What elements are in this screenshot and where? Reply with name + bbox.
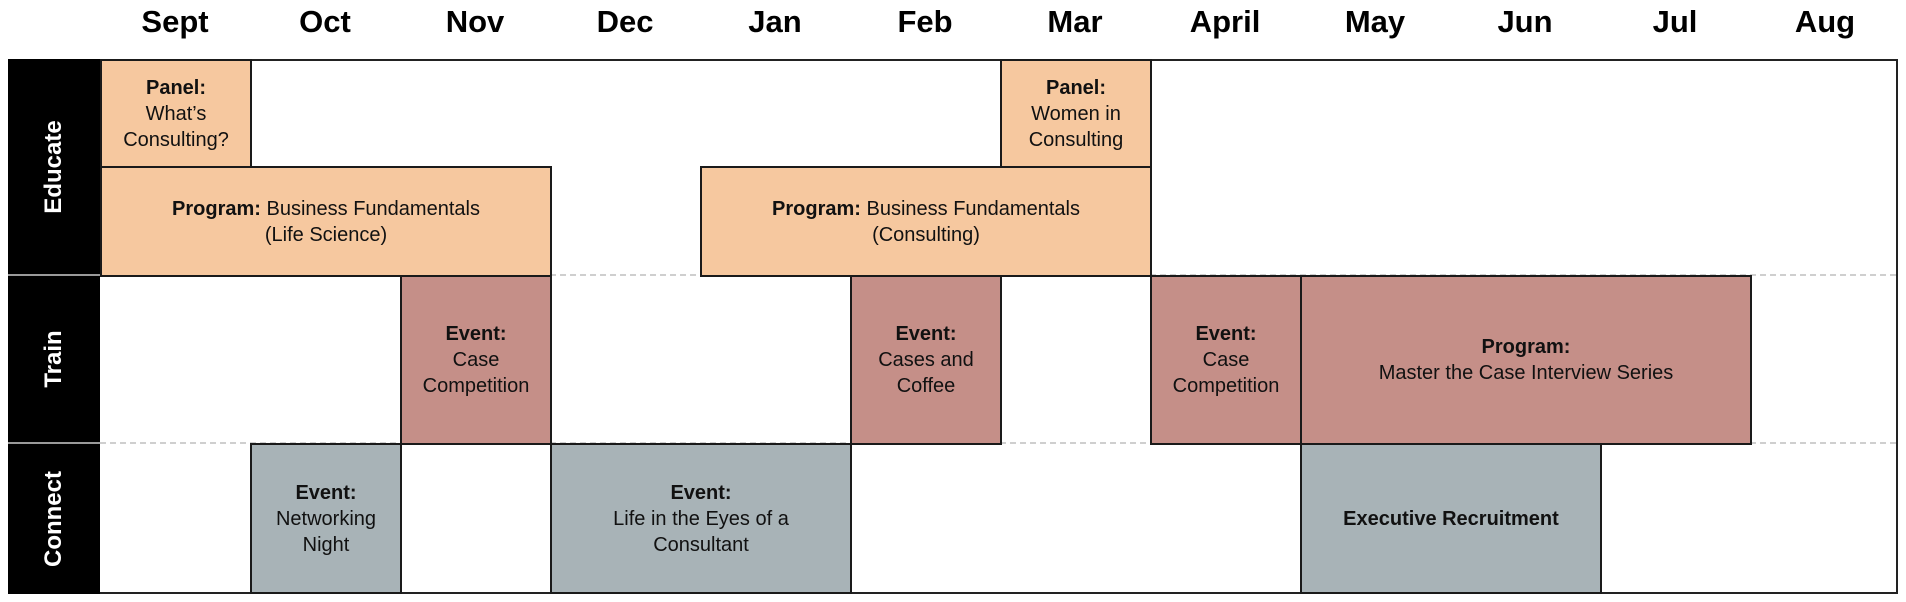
item-type: Panel: [1045, 76, 1107, 99]
item-subtitle: (Consulting) [872, 223, 980, 246]
item-title: Case [452, 349, 500, 371]
month-dec: Dec [596, 4, 654, 39]
item-subtitle: (Life Science) [264, 223, 388, 246]
month-sept: Sept [141, 4, 209, 39]
item-title: Competition [422, 375, 530, 397]
item-title: What’s [145, 102, 207, 125]
month-jul: Jul [1652, 4, 1698, 39]
event-case-competition-april[interactable]: Event: Case Competition [1150, 275, 1302, 445]
executive-recruitment[interactable]: Executive Recruitment [1300, 443, 1602, 594]
event-life-in-the-eyes[interactable]: Event: Life in the Eyes of a Consultant [550, 443, 852, 594]
item-title: Business Fundamentals [860, 197, 1080, 220]
row-label-connect: Connect [8, 443, 100, 594]
month-jun: Jun [1497, 4, 1553, 39]
program-master-case-interview[interactable]: Program: Master the Case Interview Serie… [1300, 275, 1752, 445]
item-line: Program: Business Fundamentals [772, 196, 1080, 222]
month-jan: Jan [748, 4, 802, 39]
row-label-train: Train [8, 275, 100, 443]
item-title: Consultant [653, 533, 749, 556]
item-title: Cases and [878, 349, 974, 371]
month-oct: Oct [299, 4, 351, 39]
row-separator [8, 442, 100, 444]
item-type: Program: [172, 197, 261, 220]
row-label-connect-text: Connect [40, 470, 67, 567]
item-type: Event: [295, 481, 357, 504]
item-title: Coffee [896, 375, 956, 397]
item-type: Event: [670, 481, 732, 504]
month-aug: Aug [1794, 4, 1856, 39]
item-type: Program: [1481, 336, 1571, 358]
item-title: Networking [275, 507, 377, 530]
item-type: Program: [772, 197, 861, 220]
item-title: Executive Recruitment [1343, 507, 1559, 530]
item-title: Life in the Eyes of a [613, 507, 789, 530]
month-mar: Mar [1047, 4, 1103, 39]
program-business-fundamentals-consulting[interactable]: Program: Business Fundamentals (Consulti… [700, 166, 1152, 277]
item-type: Event: [1195, 323, 1257, 345]
event-networking-night[interactable]: Event: Networking Night [250, 443, 402, 594]
item-title: Women in [1031, 102, 1121, 125]
item-title: Business Fundamentals [260, 197, 480, 220]
item-type: Event: [445, 323, 507, 345]
item-title: Case [1202, 349, 1250, 371]
item-type: Panel: [145, 76, 207, 99]
item-title: Consulting [1028, 128, 1124, 151]
event-case-competition-nov[interactable]: Event: Case Competition [400, 275, 552, 445]
item-title: Competition [1172, 375, 1280, 397]
month-april: April [1189, 4, 1261, 39]
item-type: Event: [895, 323, 957, 345]
program-business-fundamentals-life-science[interactable]: Program: Business Fundamentals (Life Sci… [100, 166, 552, 277]
panel-whats-consulting[interactable]: Panel: What’s Consulting? [100, 59, 252, 168]
row-label-educate-text: Educate [40, 120, 67, 214]
item-title: Night [302, 533, 350, 556]
item-line: Program: Business Fundamentals [172, 196, 480, 222]
month-nov: Nov [445, 4, 505, 39]
panel-women-in-consulting[interactable]: Panel: Women in Consulting [1000, 59, 1152, 168]
row-label-train-text: Train [40, 330, 67, 388]
event-cases-and-coffee[interactable]: Event: Cases and Coffee [850, 275, 1002, 445]
row-separator [8, 274, 100, 276]
month-feb: Feb [897, 4, 953, 39]
item-title: Master the Case Interview Series [1378, 362, 1674, 384]
row-label-educate: Educate [8, 59, 100, 275]
item-title: Consulting? [123, 128, 229, 151]
month-may: May [1344, 4, 1406, 39]
